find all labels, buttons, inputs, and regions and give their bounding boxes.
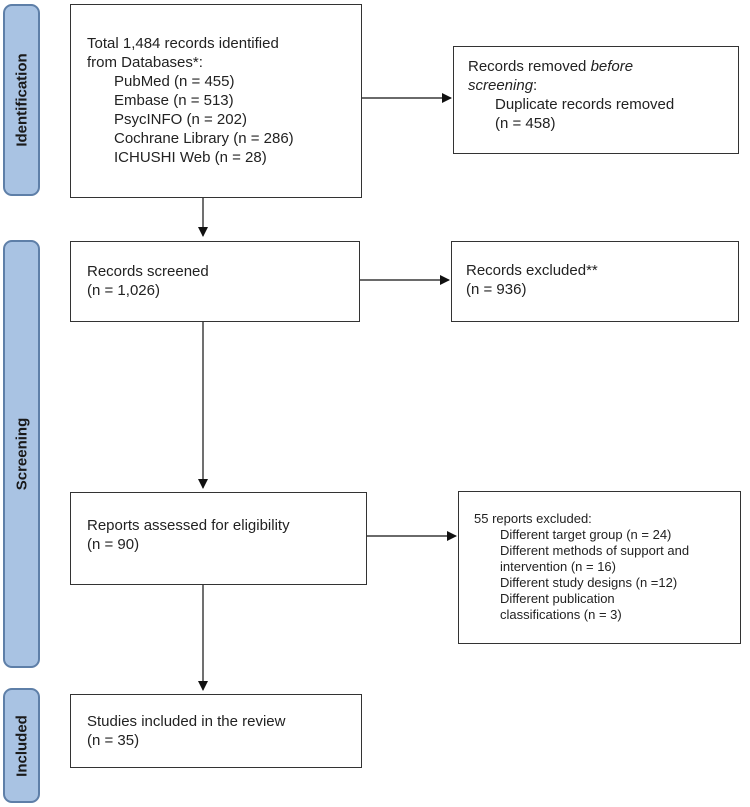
source-ichushi: ICHUSHI Web (n = 28) <box>114 149 267 166</box>
excluded-line1: Records excluded** <box>466 262 598 279</box>
excluded-line2: (n = 936) <box>466 281 527 298</box>
phase-screening: Screening <box>3 240 40 668</box>
reports-excluded-box: 55 reports excluded: Different target gr… <box>458 491 741 644</box>
identified-title-line1: Total 1,484 records identified <box>87 35 279 52</box>
reports-excluded-title: 55 reports excluded: <box>474 511 592 526</box>
included-line1: Studies included in the review <box>87 713 286 730</box>
source-psycinfo: PsycINFO (n = 202) <box>114 111 247 128</box>
removed-line3: (n = 458) <box>495 115 556 132</box>
screened-line2: (n = 1,026) <box>87 282 160 299</box>
reason-methods-line2: intervention (n = 16) <box>500 559 616 574</box>
removed-line1: Records removed before <box>468 58 634 75</box>
phase-included: Included <box>3 688 40 803</box>
records-screened-box: Records screened (n = 1,026) <box>70 241 360 322</box>
reason-publication-line2: classifications (n = 3) <box>500 607 622 622</box>
source-cochrane: Cochrane Library (n = 286) <box>114 130 294 147</box>
source-pubmed: PubMed (n = 455) <box>114 73 235 90</box>
screened-line1: Records screened <box>87 263 209 280</box>
identified-title-line2: from Databases*: <box>87 54 203 71</box>
source-embase: Embase (n = 513) <box>114 92 234 109</box>
reason-publication-line1: Different publication <box>500 591 615 606</box>
assessed-line2: (n = 90) <box>87 536 140 553</box>
assessed-line1: Reports assessed for eligibility <box>87 517 290 534</box>
reason-methods-line1: Different methods of support and <box>500 543 690 558</box>
records-excluded-box: Records excluded** (n = 936) <box>451 241 739 322</box>
reports-assessed-box: Reports assessed for eligibility (n = 90… <box>70 492 367 585</box>
reason-target-group: Different target group (n = 24) <box>500 527 672 542</box>
records-removed-box: Records removed before screening: Duplic… <box>453 46 739 154</box>
studies-included-box: Studies included in the review (n = 35) <box>70 694 362 768</box>
included-line2: (n = 35) <box>87 732 140 749</box>
records-identified-box: Total 1,484 records identified from Data… <box>70 4 362 198</box>
removed-line1b: screening: <box>468 77 538 94</box>
phase-identification: Identification <box>3 4 40 196</box>
reason-study-designs: Different study designs (n =12) <box>500 575 678 590</box>
removed-line2: Duplicate records removed <box>495 96 675 113</box>
